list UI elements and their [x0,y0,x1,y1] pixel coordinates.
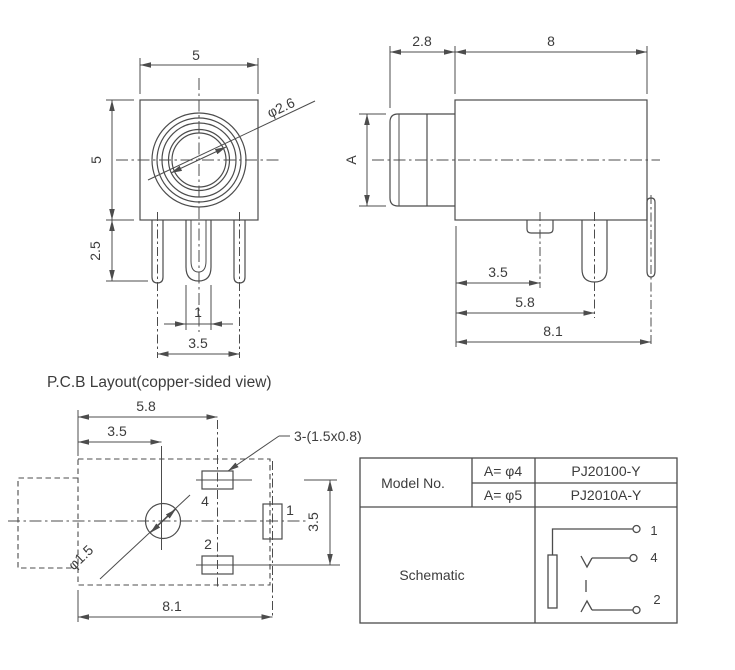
spec-table: Model No. A= φ4 PJ20100-Y A= φ5 PJ2010A-… [359,457,678,624]
dim-label: 8.1 [162,598,182,614]
dim-pcb-width: 8.1 [77,590,273,622]
table-border [359,457,678,624]
dim-label: 2.5 [87,241,103,261]
front-view: 5 5 2.5 1 3.5 [87,47,316,358]
terminal-1 [632,524,641,534]
schematic-label: Schematic [399,567,464,583]
schematic-diagram: 1 4 2 [547,523,661,615]
pad-note: 3-(1.5x0.8) [227,428,362,472]
dim-label: 3.5 [305,512,321,532]
front-pins [151,212,246,358]
pad-1-label: 1 [286,502,294,518]
dim-label: 3.5 [107,423,127,439]
model-a4: PJ20100-Y [571,463,641,479]
dim-pcb-pad-gap: 3.5 [305,480,333,565]
pcb-layout-title: P.C.B Layout(copper-sided view) [47,374,272,391]
dim-front-pin-length: 2.5 [87,220,148,282]
schematic-pin-2: 2 [653,592,660,607]
contact-lower [580,599,593,613]
dim-side-height-A: A [343,113,386,207]
pad-note-label: 3-(1.5x0.8) [294,428,362,444]
dim-label: 8.1 [543,323,563,339]
dim-pcb-top: 5.8 3.5 [77,398,218,456]
pad-2-label: 2 [204,536,212,552]
dim-side-barrel: 2.8 8 [389,33,648,108]
terminal-2 [632,605,641,615]
model-no-label: Model No. [381,475,445,491]
side-rear-pin [646,197,656,278]
model-a5: PJ2010A-Y [571,487,642,503]
dim-label: 5 [192,47,200,63]
terminal-4 [629,553,638,563]
dim-label: 8 [547,33,555,49]
pcb-hole [144,502,182,540]
dim-side-bottom: 3.5 5.8 8.1 [455,226,651,347]
dim-label: 5.8 [136,398,156,414]
dim-label: 1 [194,304,202,320]
side-view: A 2.8 8 3.5 5.8 8.1 [343,33,660,347]
variant-a5: A= φ5 [484,487,522,503]
schematic-sleeve-bar [547,554,558,609]
dim-front-pin-width: 1 [164,285,233,330]
dim-label: 5.8 [515,294,535,310]
pcb-outline [77,458,271,586]
variant-a4: A= φ4 [484,463,522,479]
pcb-layout: P.C.B Layout(copper-sided view) 4 1 2 5.… [8,374,362,622]
contact-upper [580,555,593,569]
dim-label: 3.5 [188,335,208,351]
pcb-barrel-outline [17,477,78,569]
dim-label: A [343,155,359,165]
schematic-pin-4: 4 [650,550,657,565]
schematic-pin-1: 1 [650,523,657,538]
dim-front-width: 5 [139,47,259,94]
dim-label: 2.8 [412,33,432,49]
dim-label: 3.5 [488,264,508,280]
dim-front-pin-span: 3.5 [157,335,240,357]
pad-4-label: 4 [201,493,209,509]
dim-label: 5 [88,156,104,164]
